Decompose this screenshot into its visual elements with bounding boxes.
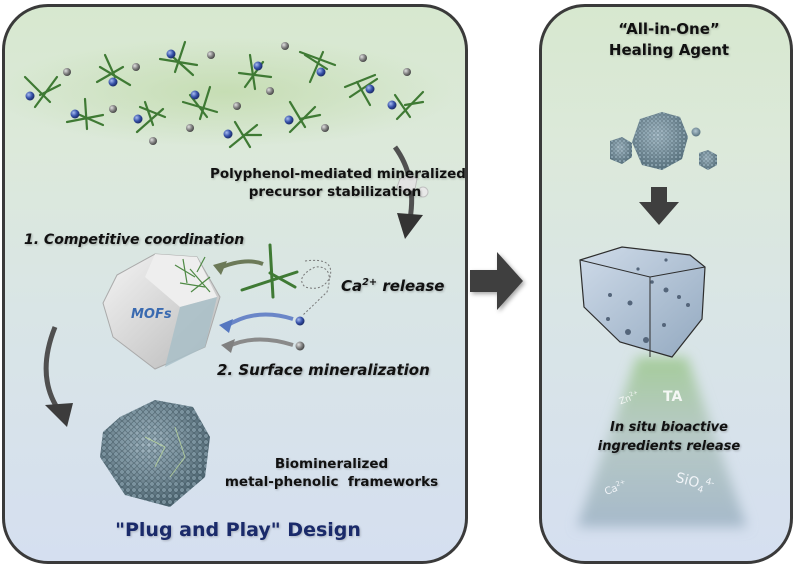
free-polyphenol — [240, 243, 299, 299]
released-gray-particle — [295, 341, 305, 351]
crystal-tiny — [417, 186, 429, 198]
transition-arrow-icon — [470, 252, 523, 310]
left-panel: Polyphenol-mediated mineralized precurso… — [2, 4, 468, 564]
calcium-ion — [365, 84, 375, 94]
surface-polyphenols — [174, 256, 211, 293]
left-panel-graphics — [5, 37, 455, 507]
calcium-ion — [108, 77, 118, 87]
mpf-nanoparticles — [610, 112, 717, 170]
right-title-line1: “All-in-One” — [618, 20, 720, 38]
block-pores — [606, 258, 690, 343]
right-title-line2: Healing Agent — [608, 41, 730, 59]
polyphenol-molecule — [298, 50, 337, 84]
calcium-ion — [223, 129, 233, 139]
precursor-glow — [5, 37, 455, 147]
gray-particle — [266, 87, 274, 95]
gray-arrow — [226, 337, 294, 349]
polyphenol-molecule — [228, 120, 263, 149]
polyphenol-molecule — [135, 100, 167, 134]
step1-competitive-coordination-label: 1. Competitive coordination — [24, 232, 245, 248]
product-label-line2: metal-phenolic frameworks — [224, 474, 439, 490]
crystal-small — [396, 172, 418, 194]
calcium-ion — [166, 49, 176, 59]
release-label: In situ bioactive ingredients release — [542, 418, 790, 456]
right-panel: “All-in-One” Healing Agent Zn2+ TA In si… — [539, 4, 793, 564]
right-panel-graphics — [577, 112, 747, 527]
conversion-arrow — [43, 326, 63, 414]
polyphenol-molecule — [65, 97, 105, 131]
calcium-ion — [253, 61, 263, 71]
release-path — [301, 259, 332, 316]
down-arrow-icon — [639, 187, 679, 225]
mpf-crystal — [100, 400, 210, 507]
polyphenol-molecule — [288, 100, 322, 134]
zn-charge: 2+ — [628, 389, 640, 399]
gray-particle — [403, 68, 411, 76]
gray-particle — [281, 42, 289, 50]
step2-surface-mineralization-label: 2. Surface mineralization — [217, 361, 430, 379]
released-calcium-ion — [295, 316, 305, 326]
mof-crystal — [102, 253, 221, 370]
precursor-label-line1: Polyphenol-mediated mineralized — [210, 166, 466, 182]
calcium-ion — [133, 114, 143, 124]
calcium-ion — [25, 91, 35, 101]
ion-particles — [25, 42, 411, 145]
precursor-stabilization-label: Polyphenol-mediated mineralized precurso… — [210, 165, 466, 201]
release-label-line2: ingredients release — [597, 439, 741, 454]
calcium-arrow — [223, 312, 294, 329]
ca-symbol: Ca — [341, 277, 363, 295]
stabilization-arrow — [392, 145, 429, 239]
gray-particle — [233, 102, 241, 110]
gray-particle — [132, 63, 140, 71]
release-label-line1: In situ bioactive — [610, 420, 728, 435]
gray-particle — [109, 105, 117, 113]
gray-particle — [359, 54, 367, 62]
calcium-ion — [316, 67, 326, 77]
ca-charge: 2+ — [362, 277, 378, 288]
polyphenol-molecule — [95, 53, 132, 87]
mofs-label: MOFs — [131, 307, 172, 322]
release-cone — [577, 357, 747, 527]
healed-block — [579, 246, 706, 358]
calcium-ion — [70, 109, 80, 119]
calcium-ion — [190, 90, 200, 100]
design-title: "Plug and Play" Design — [115, 519, 361, 541]
polyphenol-molecule — [23, 75, 62, 109]
product-label-line1: Biomineralized — [274, 456, 389, 472]
gray-particle — [186, 124, 194, 132]
release-text: release — [377, 277, 445, 295]
gray-particle — [63, 68, 71, 76]
polyphenol-molecule — [343, 73, 379, 107]
polyphenol-molecule — [158, 40, 199, 77]
precursor-label-line2: precursor stabilization — [248, 184, 422, 200]
gray-particle — [149, 137, 157, 145]
calcium-ion — [284, 115, 294, 125]
product-label: Biomineralized metal-phenolic frameworks — [209, 455, 454, 491]
polyphenol-molecule — [393, 90, 425, 121]
gray-particle — [321, 124, 329, 132]
calcium-ion — [387, 100, 397, 110]
tannic-acid-label: TA — [663, 389, 683, 405]
gray-particle — [207, 51, 215, 59]
right-title: “All-in-One” Healing Agent — [542, 19, 790, 61]
calcium-release-label: Ca2+ release — [341, 277, 444, 295]
